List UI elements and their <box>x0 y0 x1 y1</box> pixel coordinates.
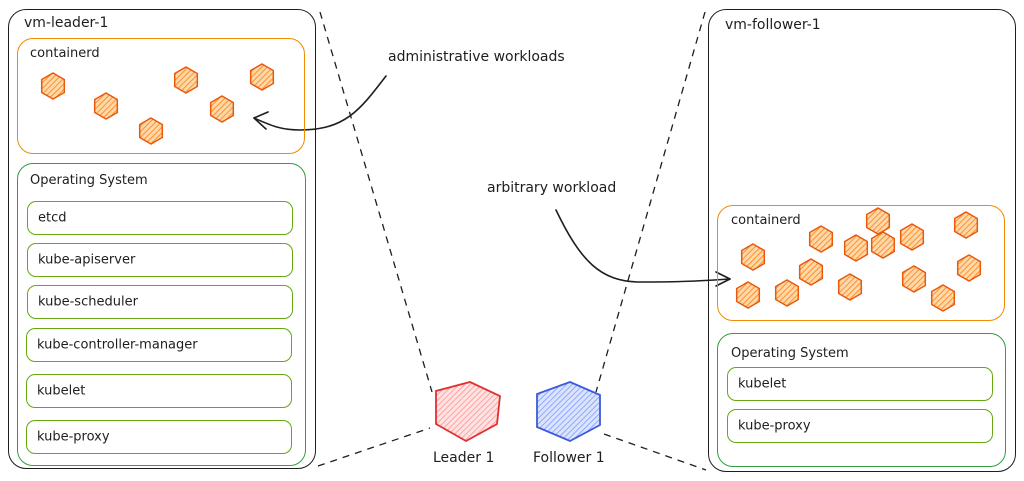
container-hexagon-icon <box>173 66 199 94</box>
projection-line-follower-bottom <box>603 433 707 471</box>
container-hexagon-icon <box>735 281 761 309</box>
component-label: kubelet <box>738 376 787 392</box>
vm-leader-title: vm-leader-1 <box>24 15 109 31</box>
leader-os-box <box>17 163 306 466</box>
container-hexagon-icon <box>138 117 164 145</box>
leader-node-label: Leader 1 <box>433 450 495 466</box>
component-label: etcd <box>38 210 67 226</box>
leader-component-kube-apiserver: kube-apiserver <box>27 243 293 277</box>
vm-follower-title: vm-follower-1 <box>725 17 821 33</box>
container-hexagon-icon <box>209 95 235 123</box>
container-hexagon-icon <box>865 207 891 235</box>
container-hexagon-icon <box>930 284 956 312</box>
admin-arrow <box>253 75 387 131</box>
container-hexagon-icon <box>740 243 766 271</box>
leader-containerd-box <box>17 38 305 154</box>
follower-component-kube-proxy: kube-proxy <box>727 409 993 443</box>
leader-node-hexagon <box>435 381 501 443</box>
vm-follower-box <box>708 9 1016 472</box>
vm-leader-box <box>8 9 316 469</box>
arbitrary-arrow-head <box>715 271 731 287</box>
container-hexagon-icon <box>899 223 925 251</box>
container-hexagon-icon <box>808 225 834 253</box>
component-label: kube-proxy <box>738 418 811 434</box>
component-label: kube-scheduler <box>38 294 138 310</box>
container-hexagon-icon <box>956 254 982 282</box>
admin-arrow-head <box>253 111 269 130</box>
leader-component-kubelet: kubelet <box>26 374 292 408</box>
follower-os-box <box>717 333 1006 467</box>
container-hexagon-icon <box>93 92 119 120</box>
component-label: kubelet <box>37 383 86 399</box>
component-label: kube-controller-manager <box>37 337 198 353</box>
follower-os-label: Operating System <box>731 346 849 361</box>
component-label: kube-proxy <box>37 429 110 445</box>
follower-containerd-box <box>717 205 1005 321</box>
admin-workloads-annotation: administrative workloads <box>388 49 565 65</box>
projection-line-leader-top <box>319 11 433 393</box>
container-hexagon-icon <box>249 63 275 91</box>
container-hexagon-icon <box>843 234 869 262</box>
container-hexagon-icon <box>798 258 824 286</box>
arbitrary-workload-annotation: arbitrary workload <box>487 180 617 196</box>
follower-node-hexagon <box>536 381 601 442</box>
component-label: kube-apiserver <box>38 252 136 268</box>
projection-line-leader-bottom <box>317 427 431 467</box>
container-hexagon-icon <box>40 72 66 100</box>
container-hexagon-icon <box>901 265 927 293</box>
leader-component-etcd: etcd <box>27 201 293 235</box>
follower-containerd-label: containerd <box>731 213 801 228</box>
leader-component-kube-scheduler: kube-scheduler <box>27 285 293 319</box>
container-hexagon-icon <box>953 211 979 239</box>
leader-component-kube-proxy: kube-proxy <box>26 420 292 454</box>
container-hexagon-icon <box>837 273 863 301</box>
container-hexagon-icon <box>870 231 896 259</box>
follower-component-kubelet: kubelet <box>727 367 993 401</box>
leader-component-kube-controller-manager: kube-controller-manager <box>26 328 292 362</box>
leader-containerd-label: containerd <box>30 46 100 61</box>
container-hexagon-icon <box>774 279 800 307</box>
leader-os-label: Operating System <box>30 173 148 188</box>
follower-node-label: Follower 1 <box>533 450 605 466</box>
projection-line-follower-top <box>595 11 706 393</box>
arbitrary-arrow <box>555 209 731 283</box>
